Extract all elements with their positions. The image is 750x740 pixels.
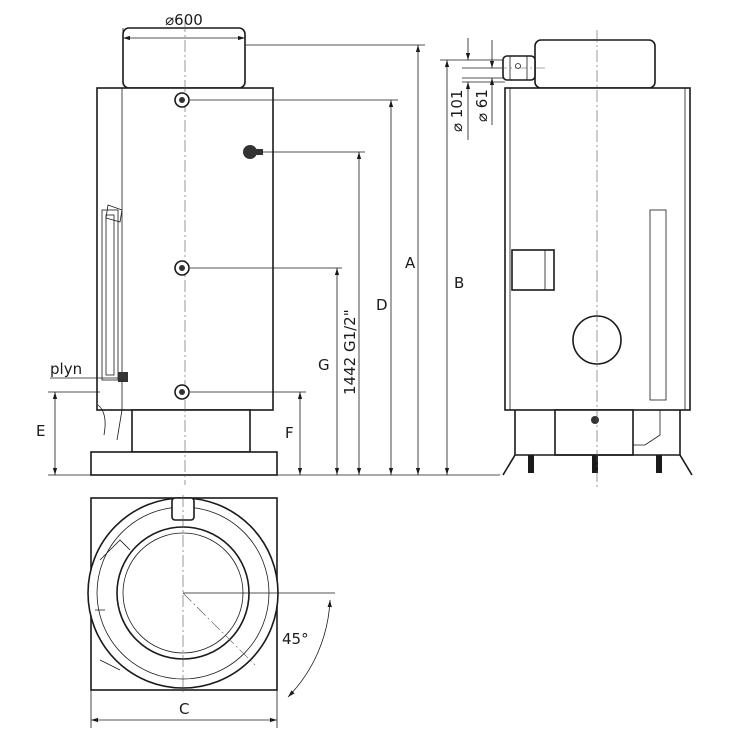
label-1442: 1442 G1/2" (341, 309, 359, 395)
label-diameter-600: ⌀600 (165, 11, 203, 29)
label-c: C (179, 700, 189, 718)
label-b: B (454, 274, 464, 292)
connection-top (174, 92, 190, 108)
front-view (90, 20, 278, 485)
connection-mid (174, 260, 190, 276)
label-d: D (376, 296, 388, 314)
top-view (87, 495, 335, 698)
label-e: E (36, 422, 45, 440)
side-view (495, 30, 693, 490)
label-angle: 45° (282, 630, 309, 648)
connection-bottom (174, 384, 190, 400)
label-f: F (285, 424, 294, 442)
label-diameter-101: ⌀ 101 (448, 90, 466, 132)
label-a: A (405, 254, 416, 272)
label-g: G (318, 356, 330, 374)
connection-gas-valve (243, 145, 263, 159)
dimension-lines (52, 35, 505, 728)
label-gas: plyn (50, 360, 82, 378)
label-diameter-61: ⌀ 61 (473, 89, 491, 122)
